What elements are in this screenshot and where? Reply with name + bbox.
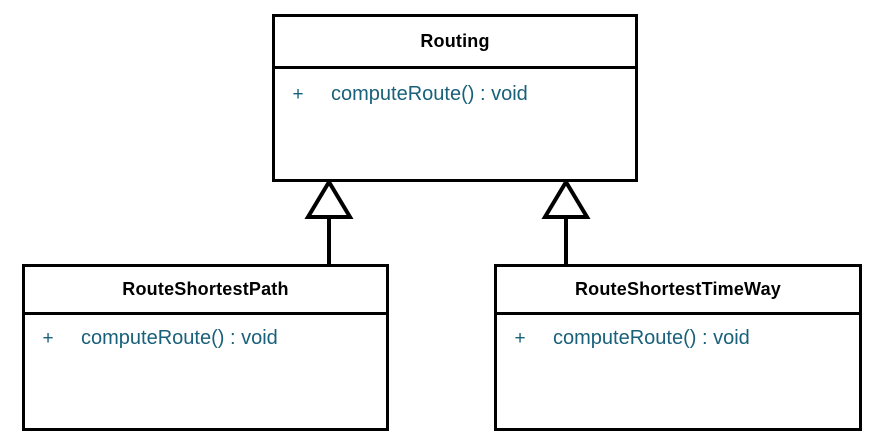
generalization-edge-routeshortesttimeway[interactable] (541, 178, 591, 264)
method-row[interactable]: + computeRoute() : void (497, 327, 859, 350)
hollow-triangle-arrowhead-right (541, 178, 591, 219)
visibility-marker: + (514, 328, 526, 349)
class-name-routing: Routing (275, 17, 635, 69)
method-signature: computeRoute() : void (331, 83, 528, 105)
class-name-routeshortesttimeway: RouteShortestTimeWay (497, 267, 859, 315)
method-row[interactable]: + computeRoute() : void (275, 83, 635, 106)
method-signature: computeRoute() : void (553, 327, 750, 349)
uml-class-routing[interactable]: Routing + computeRoute() : void (272, 14, 638, 182)
class-members-routeshortestpath: + computeRoute() : void (25, 315, 386, 428)
class-name-routeshortestpath: RouteShortestPath (25, 267, 386, 315)
method-signature: computeRoute() : void (81, 327, 278, 349)
method-row[interactable]: + computeRoute() : void (25, 327, 386, 350)
class-members-routing: + computeRoute() : void (275, 69, 635, 179)
uml-class-routeshortestpath[interactable]: RouteShortestPath + computeRoute() : voi… (22, 264, 389, 431)
class-members-routeshortesttimeway: + computeRoute() : void (497, 315, 859, 428)
visibility-marker: + (292, 84, 304, 105)
visibility-marker: + (42, 328, 54, 349)
hollow-triangle-arrowhead-left (304, 178, 354, 219)
uml-class-routeshortesttimeway[interactable]: RouteShortestTimeWay + computeRoute() : … (494, 264, 862, 431)
generalization-edge-routeshortestpath[interactable] (304, 178, 354, 264)
